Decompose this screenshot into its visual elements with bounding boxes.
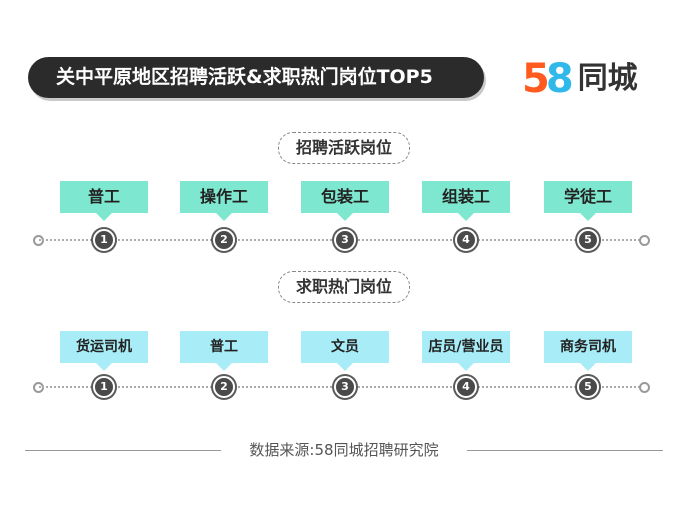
recruit-rank-1: 1 [93, 229, 115, 251]
recruit-section-label: 招聘活跃岗位 [278, 132, 410, 164]
timeline-end-dot [639, 382, 650, 393]
seek-job-5: 商务司机 [544, 331, 632, 371]
recruit-rank-2: 2 [213, 229, 235, 251]
title-banner: 关中平原地区招聘活跃&求职热门岗位TOP5 [28, 57, 484, 98]
footer-divider-right [467, 450, 663, 451]
timeline-end-dot [639, 235, 650, 246]
seek-rank-1: 1 [93, 376, 115, 398]
recruit-rank-5: 5 [577, 229, 599, 251]
seek-job-3: 文员 [301, 331, 389, 371]
logo-digit-8: 8 [545, 56, 574, 102]
page-title: 关中平原地区招聘活跃&求职热门岗位TOP5 [56, 66, 433, 88]
seek-job-1: 货运司机 [60, 331, 148, 371]
logo-digit-5: 5 [522, 56, 550, 102]
footer-divider-left [25, 450, 221, 451]
seek-rank-5: 5 [577, 376, 599, 398]
seek-rank-3: 3 [334, 376, 356, 398]
recruit-job-4: 组装工 [422, 181, 510, 221]
brand-logo: 5 8 同城 [522, 58, 638, 100]
recruit-job-1: 普工 [60, 181, 148, 221]
recruit-rank-3: 3 [334, 229, 356, 251]
seek-rank-2: 2 [213, 376, 235, 398]
seek-job-4: 店员/营业员 [422, 331, 510, 371]
recruit-job-2: 操作工 [180, 181, 268, 221]
recruit-job-3: 包装工 [301, 181, 389, 221]
seek-rank-4: 4 [455, 376, 477, 398]
recruit-rank-4: 4 [455, 229, 477, 251]
data-source: 数据来源:58同城招聘研究院 [249, 441, 439, 459]
seek-section-label: 求职热门岗位 [278, 271, 410, 303]
recruit-job-5: 学徒工 [544, 181, 632, 221]
logo-text: 同城 [577, 61, 638, 96]
seek-job-2: 普工 [180, 331, 268, 371]
